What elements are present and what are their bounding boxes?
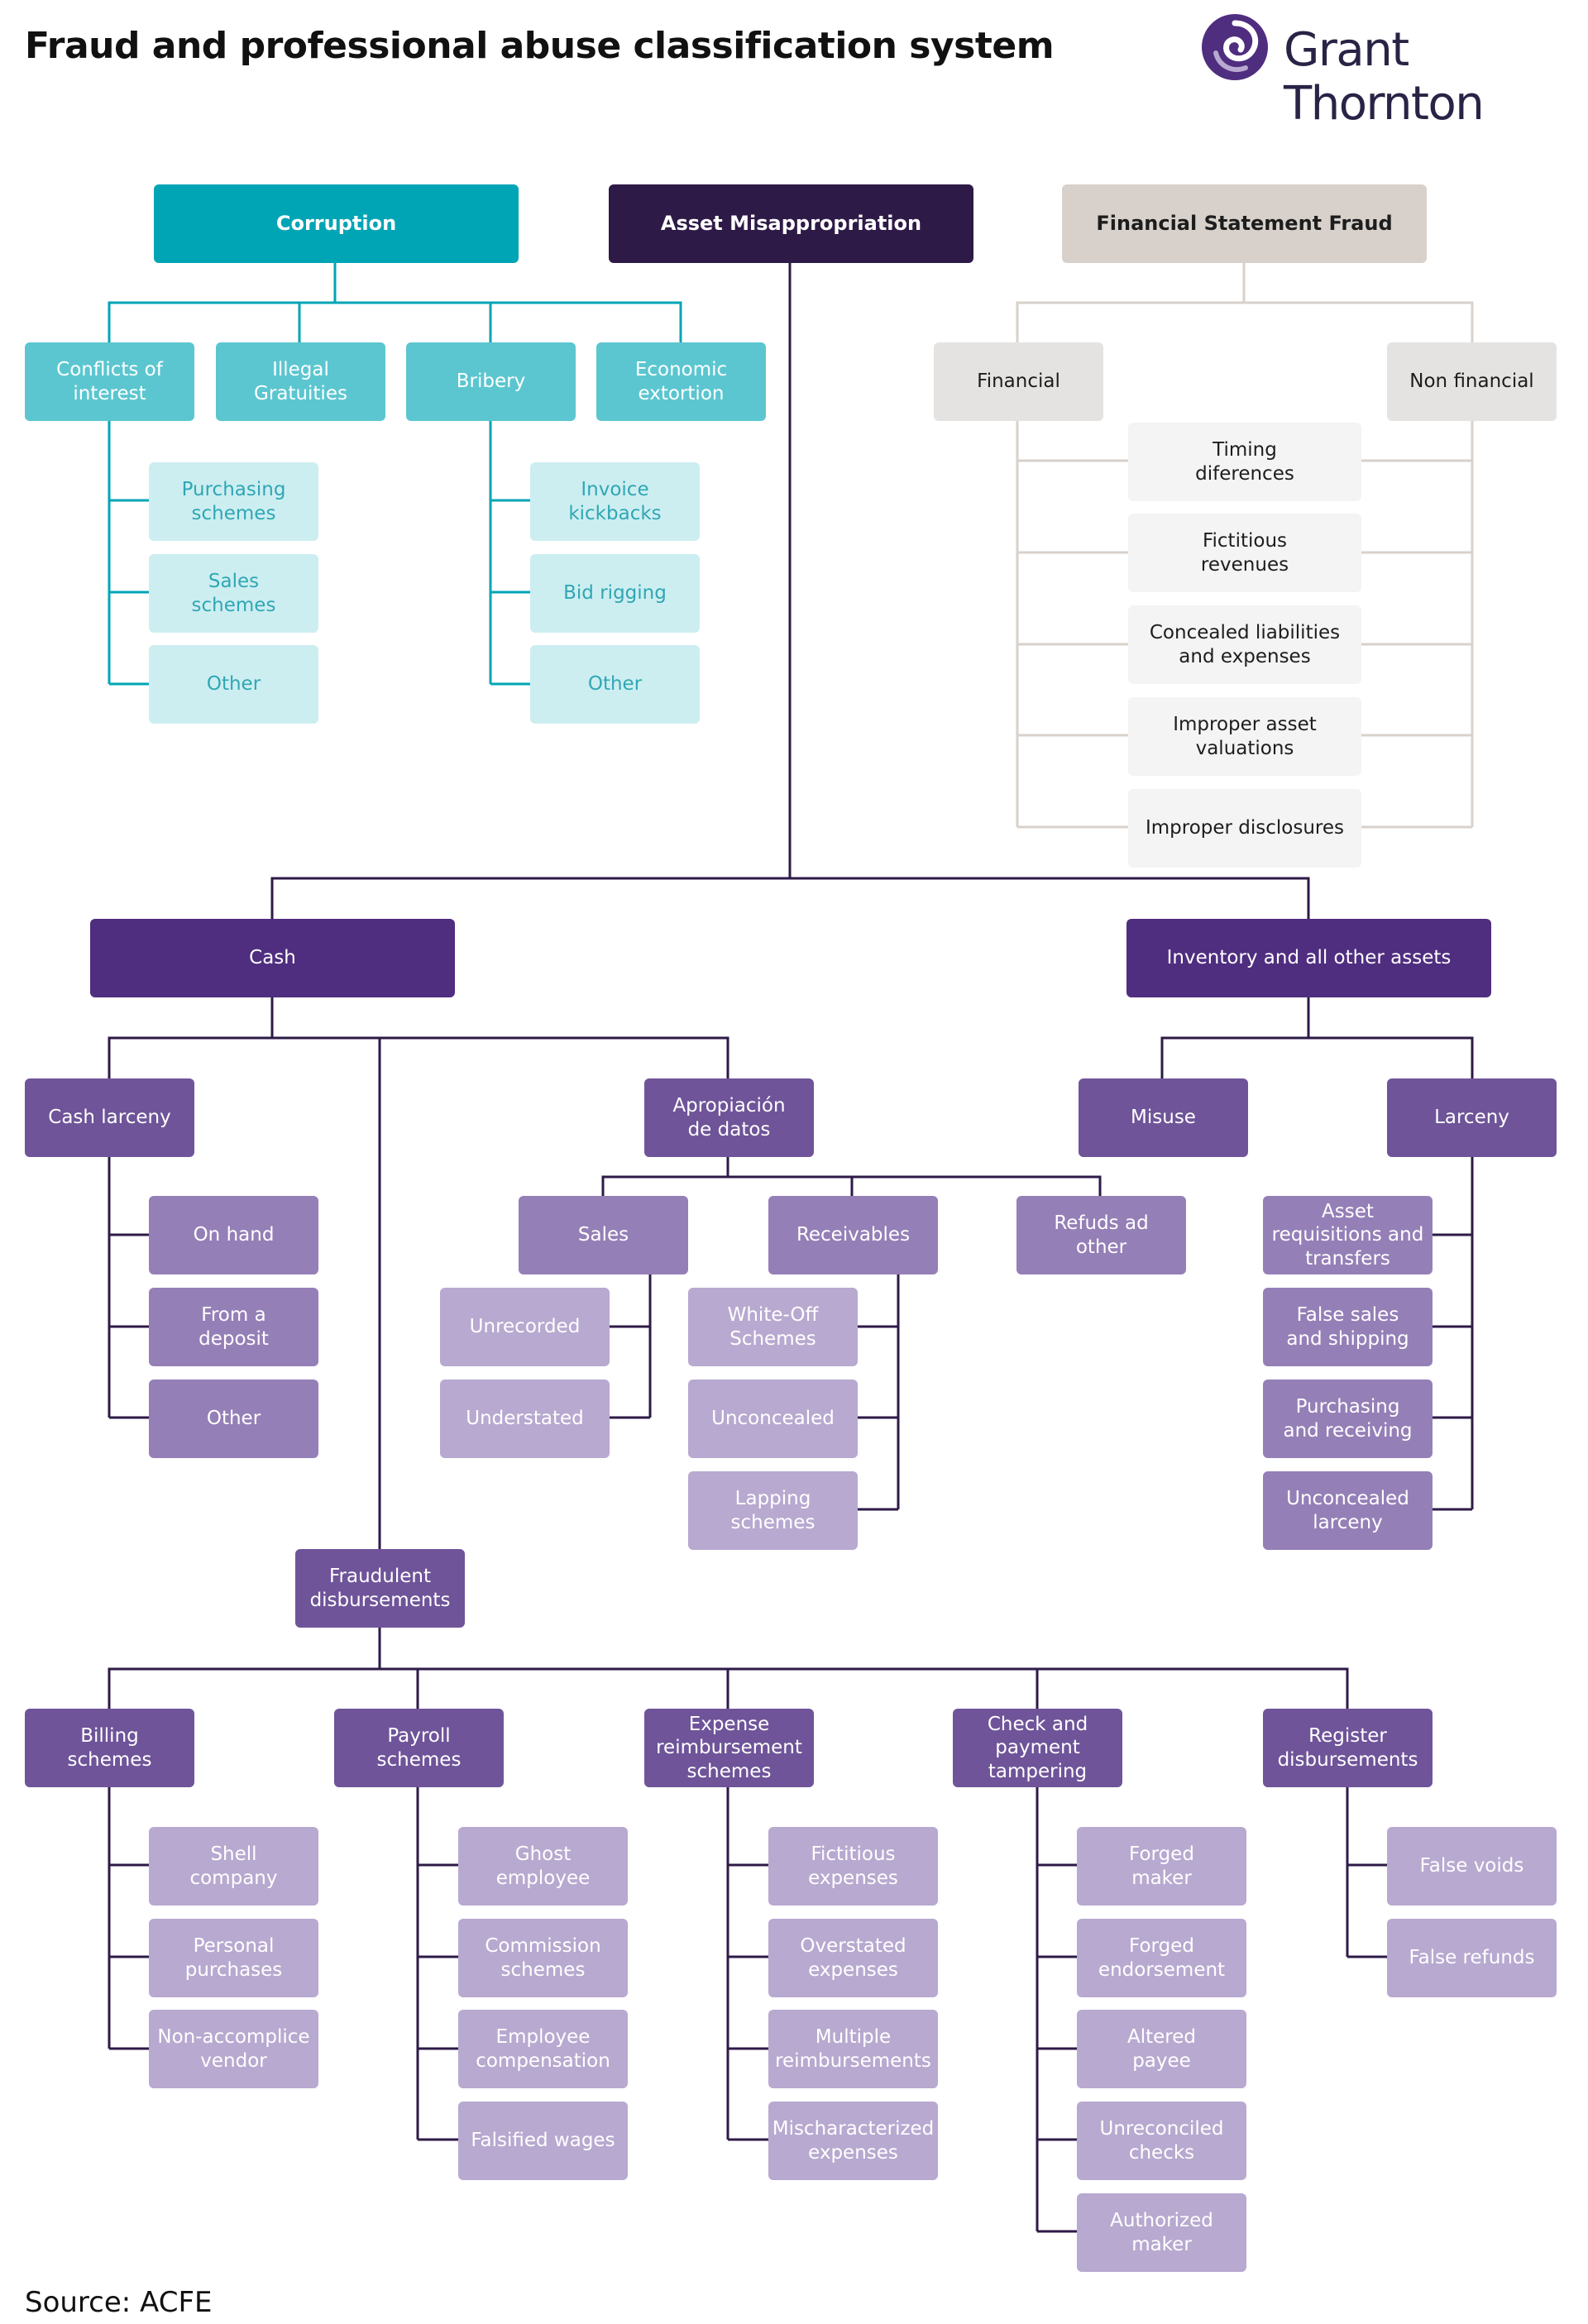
node-other: Other [530, 645, 700, 724]
node-timing-diferences: Timing diferences [1128, 423, 1361, 501]
connector-line [108, 301, 682, 342]
node-falsified-wages: Falsified wages [458, 2102, 628, 2180]
node-conflicts-of-interest: Conflicts of interest [25, 342, 194, 421]
node-invoice-kickbacks: Invoice kickbacks [530, 462, 700, 541]
grant-thornton-swirl-icon [1202, 14, 1268, 80]
connector-line [1160, 1036, 1474, 1078]
node-unreconciled-checks: Unreconciled checks [1077, 2102, 1246, 2180]
node-bid-rigging: Bid rigging [530, 554, 700, 633]
node-improper-disclosures: Improper disclosures [1128, 789, 1361, 868]
node-employee-compensation: Employee compensation [458, 2010, 628, 2088]
node-from-a-deposit: From a deposit [149, 1288, 318, 1366]
node-forged-endorsement: Forged endorsement [1077, 1919, 1246, 1997]
node-improper-asset-valuations: Improper asset valuations [1128, 697, 1361, 776]
node-misuse: Misuse [1079, 1078, 1248, 1157]
node-purchasing-schemes: Purchasing schemes [149, 462, 318, 541]
node-billing-schemes: Billing schemes [25, 1709, 194, 1787]
connector-line [270, 877, 1310, 919]
node-fictitious-revenues: Fictitious revenues [1128, 514, 1361, 592]
node-asset-misappropriation: Asset Misappropriation [609, 184, 973, 263]
node-understated: Understated [440, 1380, 610, 1458]
node-apropiaci-n-de-datos: Apropiación de datos [644, 1078, 814, 1157]
node-personal-purchases: Personal purchases [149, 1919, 318, 1997]
node-mischaracterized-expenses: Mischaracterized expenses [768, 2102, 938, 2180]
node-unrecorded: Unrecorded [440, 1288, 610, 1366]
node-multiple-reimbursements: Multiple reimbursements [768, 2010, 938, 2088]
node-overstated-expenses: Overstated expenses [768, 1919, 938, 1997]
connector-line [108, 1036, 729, 1078]
node-larceny: Larceny [1387, 1078, 1557, 1157]
brand-logo: Grant Thornton [1199, 12, 1580, 131]
node-check-and-payment-tampering: Check and payment tampering [953, 1709, 1122, 1787]
node-bribery: Bribery [406, 342, 576, 421]
node-purchasing-and-receiving: Purchasing and receiving [1263, 1380, 1433, 1458]
node-financial: Financial [934, 342, 1103, 421]
node-other: Other [149, 1380, 318, 1458]
node-sales-schemes: Sales schemes [149, 554, 318, 633]
node-inventory-and-all-other-assets: Inventory and all other assets [1126, 919, 1491, 997]
node-illegal-gratuities: Illegal Gratuities [216, 342, 385, 421]
node-asset-requisitions-and-transfers: Asset requisitions and transfers [1263, 1196, 1433, 1274]
connector-line [1016, 301, 1474, 342]
node-concealed-liabilities-and-expenses: Concealed liabilities and expenses [1128, 605, 1361, 684]
node-on-hand: On hand [149, 1196, 318, 1274]
node-financial-statement-fraud: Financial Statement Fraud [1062, 184, 1427, 263]
node-corruption: Corruption [154, 184, 519, 263]
node-authorized-maker: Authorized maker [1077, 2193, 1246, 2272]
node-non-accomplice-vendor: Non-accomplice vendor [149, 2010, 318, 2088]
node-unconcealed-larceny: Unconcealed larceny [1263, 1471, 1433, 1550]
node-refuds-ad-other: Refuds ad other [1016, 1196, 1186, 1274]
node-false-voids: False voids [1387, 1827, 1557, 1906]
node-receivables: Receivables [768, 1196, 938, 1274]
page-title: Fraud and professional abuse classificat… [25, 25, 1055, 67]
node-expense-reimbursement-schemes: Expense reimbursement schemes [644, 1709, 814, 1787]
node-false-sales-and-shipping: False sales and shipping [1263, 1288, 1433, 1366]
node-fraudulent-disbursements: Fraudulent disbursements [295, 1549, 465, 1628]
node-commission-schemes: Commission schemes [458, 1919, 628, 1997]
source-note: Source: ACFE [25, 2286, 213, 2319]
node-other: Other [149, 645, 318, 724]
node-cash: Cash [90, 919, 455, 997]
node-ghost-employee: Ghost employee [458, 1827, 628, 1906]
node-non-financial: Non financial [1387, 342, 1557, 421]
node-false-refunds: False refunds [1387, 1919, 1557, 1997]
node-forged-maker: Forged maker [1077, 1827, 1246, 1906]
node-unconcealed: Unconcealed [688, 1380, 858, 1458]
node-lapping-schemes: Lapping schemes [688, 1471, 858, 1550]
node-cash-larceny: Cash larceny [25, 1078, 194, 1157]
node-shell-company: Shell company [149, 1827, 318, 1906]
node-white-off-schemes: White-Off Schemes [688, 1288, 858, 1366]
node-register-disbursements: Register disbursements [1263, 1709, 1433, 1787]
node-economic-extortion: Economic extortion [596, 342, 766, 421]
node-payroll-schemes: Payroll schemes [334, 1709, 504, 1787]
node-sales: Sales [519, 1196, 688, 1274]
node-fictitious-expenses: Fictitious expenses [768, 1827, 938, 1906]
node-altered-payee: Altered payee [1077, 2010, 1246, 2088]
brand-logo-text: Grant Thornton [1284, 23, 1485, 131]
